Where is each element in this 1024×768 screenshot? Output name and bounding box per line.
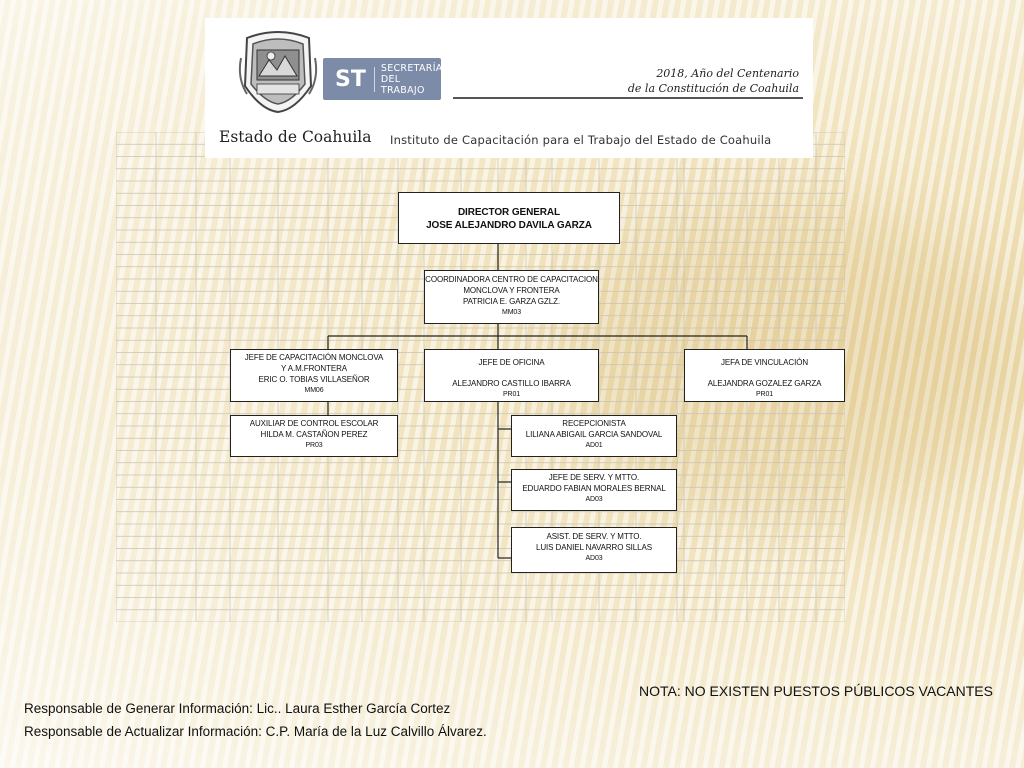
director-title: DIRECTOR GENERAL bbox=[457, 207, 561, 218]
coordinadora-code: MM03 bbox=[501, 309, 522, 316]
jefa-vinculacion-code: PR01 bbox=[755, 391, 774, 398]
org-chart: DIRECTOR GENERAL JOSE ALEJANDRO DAVILA G… bbox=[116, 132, 845, 622]
jefe-capacitacion-box: JEFE DE CAPACITACIÓN MONCLOVA Y A.M.FRON… bbox=[230, 349, 398, 402]
connector-lines bbox=[327, 244, 748, 559]
jefe-capacitacion-name: ERIC O. TOBIAS VILLASEÑOR bbox=[258, 375, 370, 384]
jefe-capacitacion-title-2: Y A.M.FRONTERA bbox=[280, 364, 348, 373]
jefe-oficina-name: ALEJANDRO CASTILLO IBARRA bbox=[452, 379, 571, 388]
jefa-vinculacion-name: ALEJANDRA GOZALEZ GARZA bbox=[707, 379, 822, 388]
auxiliar-title: AUXILIAR DE CONTROL ESCOLAR bbox=[249, 419, 379, 428]
header-banner: ST SECRETARÍA DEL TRABAJO 2018, Año del … bbox=[205, 18, 813, 158]
recepcionista-name: LILIANA ABIGAIL GARCIA SANDOVAL bbox=[525, 430, 663, 439]
state-name: Estado de Coahuila bbox=[219, 128, 372, 146]
jefe-oficina-box: JEFE DE OFICINA ALEJANDRO CASTILLO IBARR… bbox=[424, 349, 599, 402]
jefe-serv-title: JEFE DE SERV. Y MTTO. bbox=[548, 473, 640, 482]
header-year-text: 2018, Año del Centenario de la Constituc… bbox=[628, 66, 799, 96]
responsable-actualizar: Responsable de Actualizar Información: C… bbox=[24, 724, 487, 739]
coordinadora-title-1: COORDINADORA CENTRO DE CAPACITACION bbox=[425, 275, 598, 284]
recepcionista-title: RECEPCIONISTA bbox=[562, 419, 626, 428]
asist-serv-name: LUIS DANIEL NAVARRO SILLAS bbox=[536, 543, 652, 552]
asist-serv-title: ASIST. DE SERV. Y MTTO. bbox=[546, 532, 642, 541]
recepcionista-box: RECEPCIONISTA LILIANA ABIGAIL GARCIA SAN… bbox=[511, 415, 677, 457]
coordinadora-name: PATRICIA E. GARZA GZLZ. bbox=[463, 297, 560, 306]
recepcionista-code: AD01 bbox=[585, 442, 603, 449]
jefa-vinculacion-box: JEFA DE VINCULACIÓN ALEJANDRA GOZALEZ GA… bbox=[684, 349, 845, 402]
asist-serv-box: ASIST. DE SERV. Y MTTO. LUIS DANIEL NAVA… bbox=[511, 527, 677, 573]
jefe-oficina-title: JEFE DE OFICINA bbox=[478, 358, 545, 367]
st-line-2: DEL TRABAJO bbox=[380, 73, 425, 96]
coordinadora-box: COORDINADORA CENTRO DE CAPACITACION MONC… bbox=[424, 270, 599, 324]
secretaria-trabajo-logo: ST SECRETARÍA DEL TRABAJO bbox=[323, 58, 443, 100]
jefe-capacitacion-code: MM06 bbox=[304, 387, 324, 394]
asist-serv-code: AD03 bbox=[585, 555, 603, 562]
jefe-serv-code: AD03 bbox=[585, 496, 603, 503]
header-divider bbox=[453, 97, 803, 99]
director-name: JOSE ALEJANDRO DAVILA GARZA bbox=[426, 220, 592, 231]
jefe-capacitacion-title-1: JEFE DE CAPACITACIÓN MONCLOVA bbox=[244, 353, 384, 362]
st-line-1: SECRETARÍA bbox=[380, 62, 443, 74]
year-line-1: 2018, Año del Centenario bbox=[656, 67, 799, 80]
st-abbr: ST bbox=[323, 66, 375, 92]
auxiliar-code: PR03 bbox=[305, 442, 323, 449]
institute-name: Instituto de Capacitación para el Trabaj… bbox=[390, 133, 772, 147]
coordinadora-title-2: MONCLOVA Y FRONTERA bbox=[463, 286, 560, 295]
auxiliar-box: AUXILIAR DE CONTROL ESCOLAR HILDA M. CAS… bbox=[230, 415, 398, 457]
jefa-vinculacion-title: JEFA DE VINCULACIÓN bbox=[720, 358, 808, 367]
jefe-oficina-code: PR01 bbox=[502, 391, 521, 398]
st-text: SECRETARÍA DEL TRABAJO bbox=[375, 63, 443, 96]
director-general-box: DIRECTOR GENERAL JOSE ALEJANDRO DAVILA G… bbox=[398, 192, 620, 244]
auxiliar-name: HILDA M. CASTAÑON PEREZ bbox=[260, 430, 368, 439]
nota-vacantes: NOTA: NO EXISTEN PUESTOS PÚBLICOS VACANT… bbox=[639, 683, 993, 699]
jefe-serv-name: EDUARDO FABIAN MORALES BERNAL bbox=[522, 484, 666, 493]
year-line-2: de la Constitución de Coahuila bbox=[627, 82, 799, 95]
coahuila-seal-icon bbox=[238, 31, 318, 114]
jefe-serv-box: JEFE DE SERV. Y MTTO. EDUARDO FABIAN MOR… bbox=[511, 469, 677, 511]
responsable-generar: Responsable de Generar Información: Lic.… bbox=[24, 701, 451, 716]
